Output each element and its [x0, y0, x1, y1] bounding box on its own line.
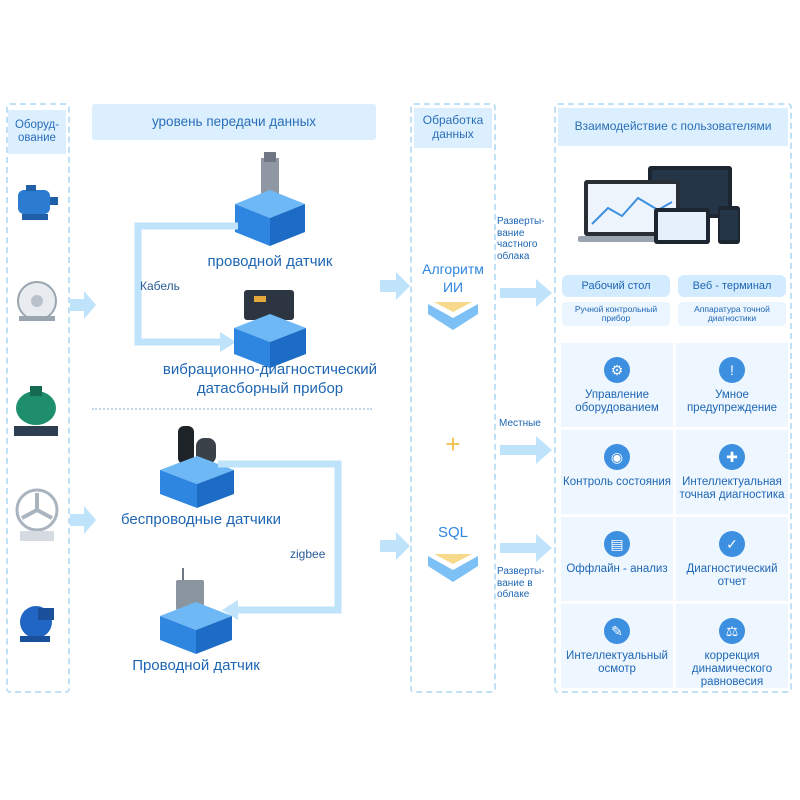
sql-chevron-icon	[428, 554, 478, 582]
feature-label: Контроль состояния	[563, 476, 671, 488]
feature-cell: ◉ Контроль состояния	[561, 430, 673, 514]
interaction-panel	[554, 103, 792, 693]
balance-icon: ⚖	[719, 618, 745, 644]
processing-panel	[410, 103, 496, 693]
fan-housing-icon	[17, 281, 57, 321]
cloud-label: Разверты-вание в облаке	[497, 566, 545, 600]
arrow-lower-to-processing	[380, 532, 410, 560]
feature-cell: ⚙ Управление оборудованием	[561, 343, 673, 427]
feature-cell: ✎ Интеллектуальный осмотр	[561, 604, 673, 688]
devices-illustration	[578, 166, 740, 244]
arrow-upper-to-processing	[380, 272, 410, 300]
feature-label: Интеллектуальная точная диагностика	[679, 476, 785, 502]
blower-icon	[20, 606, 54, 642]
arrow-private-cloud	[500, 279, 552, 307]
ai-algorithm-label-line2: ИИ	[442, 279, 464, 295]
alarm-icon: !	[719, 357, 745, 383]
interaction-header: Взаимодействие с пользователями	[558, 108, 788, 146]
wireless-sensors-cube	[160, 426, 234, 508]
ai-algorithm-chevron-icon	[428, 302, 478, 330]
feature-label: Оффлайн - анализ	[566, 563, 668, 575]
axial-fan-icon	[15, 488, 59, 541]
arrow-cloud	[500, 534, 552, 562]
cable-connector-arrow	[134, 222, 238, 352]
web-terminal-sub-pill: Аппаратура точной диагностики	[678, 302, 786, 326]
arrow-equipment-to-cable	[70, 291, 96, 319]
local-label: Местные	[499, 418, 541, 429]
feature-cell: ! Умное предупреждение	[676, 343, 788, 427]
equipment-panel	[6, 103, 70, 693]
analysis-icon: ▤	[604, 531, 630, 557]
web-terminal-pill: Веб - терминал	[678, 275, 786, 297]
feature-cell: ⚖ коррекция динамического равновесия	[676, 604, 788, 688]
feature-label: Управление оборудованием	[575, 389, 659, 415]
sql-label: SQL	[437, 524, 468, 541]
vibration-device-label-line2: датасборный прибор	[196, 380, 344, 397]
wired-sensor-top-label: проводной датчик	[207, 253, 333, 270]
wireless-sensors-label: беспроводные датчики	[121, 511, 281, 528]
diagnosis-icon: ✚	[719, 444, 745, 470]
wired-sensor-bottom-cube	[160, 568, 232, 654]
private-cloud-label: Разверты-вание частного облака	[497, 216, 545, 262]
arrow-equipment-to-wireless	[70, 506, 96, 534]
wired-sensor-top-cube	[235, 152, 305, 246]
pump-icon	[14, 386, 58, 436]
ai-algorithm-label-line1: Алгоритм	[422, 261, 484, 277]
feature-label: Интеллектуальный осмотр	[566, 650, 668, 676]
wired-sensor-bottom-label: Проводной датчик	[132, 657, 260, 674]
section-divider	[92, 408, 372, 410]
monitor-icon: ◉	[604, 444, 630, 470]
report-icon: ✓	[719, 531, 745, 557]
zigbee-connector-arrow	[218, 460, 342, 620]
arrow-local	[500, 436, 552, 464]
feature-cell: ▤ Оффлайн - анализ	[561, 517, 673, 601]
equipment-header: Оборуд-ование	[8, 110, 66, 154]
desktop-pill: Рабочий стол	[562, 275, 670, 297]
cable-label: Кабель	[140, 279, 180, 293]
inspection-icon: ✎	[604, 618, 630, 644]
desktop-sub-pill: Ручной контрольный прибор	[562, 302, 670, 326]
zigbee-label: zigbee	[290, 547, 326, 561]
vibration-device-cube	[234, 290, 306, 368]
gear-icon: ⚙	[604, 357, 630, 383]
processing-header: Обработка данных	[414, 108, 492, 148]
feature-label: Умное предупреждение	[686, 389, 778, 415]
feature-label: коррекция динамического равновесия	[691, 650, 773, 689]
electric-motor-icon	[18, 185, 58, 220]
transmission-header: уровень передачи данных	[92, 104, 376, 140]
feature-cell: ✓ Диагностический отчет	[676, 517, 788, 601]
feature-cell: ✚ Интеллектуальная точная диагностика	[676, 430, 788, 514]
vibration-device-label-line1: вибрационно-диагностический	[162, 361, 378, 378]
plus-sign: +	[445, 429, 461, 459]
feature-label: Диагностический отчет	[686, 563, 778, 589]
